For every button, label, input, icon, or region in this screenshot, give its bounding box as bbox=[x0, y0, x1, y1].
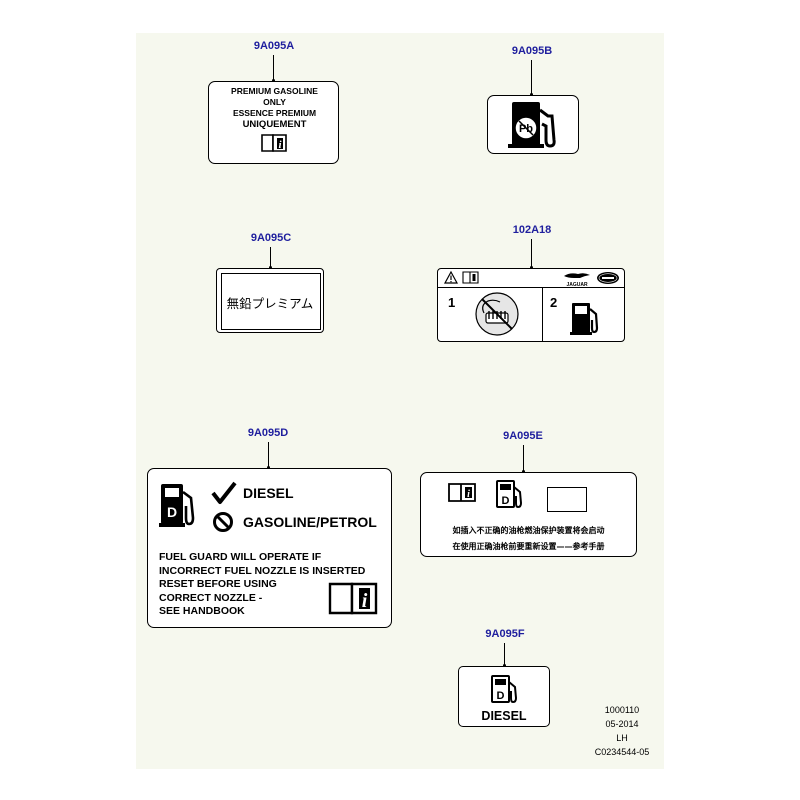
label-line: INCORRECT FUEL NOZZLE IS INSERTED bbox=[159, 564, 366, 577]
drawing-date: 05-2014 bbox=[605, 719, 639, 729]
divider bbox=[542, 287, 543, 341]
svg-text:D: D bbox=[167, 504, 177, 520]
jaguar-brand-text: JAGUAR bbox=[566, 282, 588, 288]
drawing-side: LH bbox=[616, 733, 628, 743]
label-line: PREMIUM GASOLINE bbox=[231, 86, 318, 96]
svg-text:i: i bbox=[278, 139, 282, 151]
diesel-pump-icon: D bbox=[159, 484, 195, 527]
label-9a095e: i D 如插入不正确的油枪燃油保护装置将会启动 在使用正确油枪前要重新设置——参… bbox=[420, 472, 637, 557]
no-stationary-heater-icon bbox=[475, 292, 519, 336]
land-rover-oval-logo bbox=[597, 272, 619, 284]
svg-text:D: D bbox=[497, 690, 505, 702]
leader-line bbox=[268, 442, 269, 469]
leader-line bbox=[523, 445, 524, 472]
callout-9a095c: 9A095C bbox=[250, 232, 292, 244]
step-number: 2 bbox=[550, 295, 558, 310]
leader-dot bbox=[269, 266, 272, 269]
label-line: 如插入不正确的油枪燃油保护装置将会启动 bbox=[452, 526, 605, 535]
step-number: 1 bbox=[448, 295, 456, 310]
leader-dot bbox=[522, 470, 525, 473]
callout-9a095e: 9A095E bbox=[503, 430, 543, 442]
label-9a095f: D DIESEL bbox=[458, 666, 550, 727]
leader-line bbox=[270, 247, 271, 269]
diesel-pump-icon: D bbox=[496, 480, 523, 509]
leader-line bbox=[273, 55, 274, 81]
leader-line bbox=[504, 643, 505, 666]
leader-dot bbox=[267, 466, 270, 469]
jaguar-leaper-logo: JAGUAR bbox=[564, 273, 590, 288]
label-102a18: JAGUAR 1 2 bbox=[437, 268, 625, 342]
forbidden-fuel-text: GASOLINE/PETROL bbox=[243, 514, 377, 530]
label-9a095c: 無鉛プレミアム bbox=[216, 268, 324, 333]
prohibited-icon bbox=[213, 512, 233, 532]
label-9a095b: Pb bbox=[487, 95, 579, 154]
label-line: ONLY bbox=[263, 97, 286, 107]
diesel-pump-icon: D bbox=[491, 675, 518, 704]
leader-line bbox=[531, 239, 532, 268]
drawing-code: C0234544-05 bbox=[594, 747, 650, 757]
label-9a095a-text: PREMIUM GASOLINE ONLY ESSENCE PREMIUM UN… bbox=[209, 86, 340, 130]
checkmark-icon bbox=[211, 481, 237, 504]
handbook-icon: i bbox=[328, 582, 378, 615]
blank-box bbox=[547, 487, 587, 512]
handbook-icon: i bbox=[261, 134, 287, 152]
callout-9a095f: 9A095F bbox=[485, 628, 525, 640]
label-line: CORRECT NOZZLE - bbox=[159, 591, 263, 604]
callout-9a095d: 9A095D bbox=[247, 427, 289, 439]
label-line: 在使用正确油枪前要重新设置——参考手册 bbox=[452, 542, 605, 551]
divider bbox=[438, 287, 624, 288]
leader-dot bbox=[503, 664, 506, 667]
fuel-guard-warning: FUEL GUARD WILL OPERATE IF INCORRECT FUE… bbox=[159, 551, 365, 619]
callout-9a095b: 9A095B bbox=[511, 45, 553, 57]
svg-text:D: D bbox=[502, 495, 510, 507]
callout-102a18: 102A18 bbox=[512, 224, 552, 236]
svg-text:i: i bbox=[467, 489, 470, 500]
callout-9a095a: 9A095A bbox=[253, 40, 295, 52]
label-line: RESET BEFORE USING bbox=[159, 578, 277, 590]
leader-dot bbox=[530, 93, 533, 96]
chinese-warning-text: 如插入不正确的油枪燃油保护装置将会启动 在使用正确油枪前要重新设置——参考手册 bbox=[421, 523, 636, 555]
allowed-fuel-text: DIESEL bbox=[243, 485, 294, 501]
label-line: ESSENCE PREMIUM bbox=[232, 108, 317, 118]
svg-text:i: i bbox=[362, 590, 368, 612]
label-9a095f-text: DIESEL bbox=[481, 709, 527, 723]
label-9a095a: PREMIUM GASOLINE ONLY ESSENCE PREMIUM UN… bbox=[208, 81, 339, 164]
warning-triangle-icon bbox=[443, 270, 459, 284]
label-9a095d: D DIESEL GASOLINE/PETROL FUEL GUARD WILL… bbox=[147, 468, 392, 628]
leader-dot bbox=[530, 266, 533, 269]
no-lead-fuel-pump-icon: Pb bbox=[508, 102, 556, 148]
drawing-footer: 1000110 05-2014 LH C0234544-05 bbox=[595, 703, 650, 759]
label-line: SEE HANDBOOK bbox=[159, 605, 245, 617]
label-inner-border bbox=[221, 273, 321, 330]
drawing-number: 1000110 bbox=[604, 705, 640, 715]
label-line: UNIQUEMENT bbox=[242, 119, 307, 130]
leader-line bbox=[531, 60, 532, 95]
label-9a095c-text: 無鉛プレミアム bbox=[226, 296, 314, 311]
handbook-icon bbox=[462, 271, 479, 284]
fuel-pump-icon bbox=[570, 303, 599, 335]
handbook-icon: i bbox=[448, 483, 476, 502]
leader-dot bbox=[272, 79, 275, 82]
label-line: FUEL GUARD WILL OPERATE IF bbox=[159, 551, 322, 563]
